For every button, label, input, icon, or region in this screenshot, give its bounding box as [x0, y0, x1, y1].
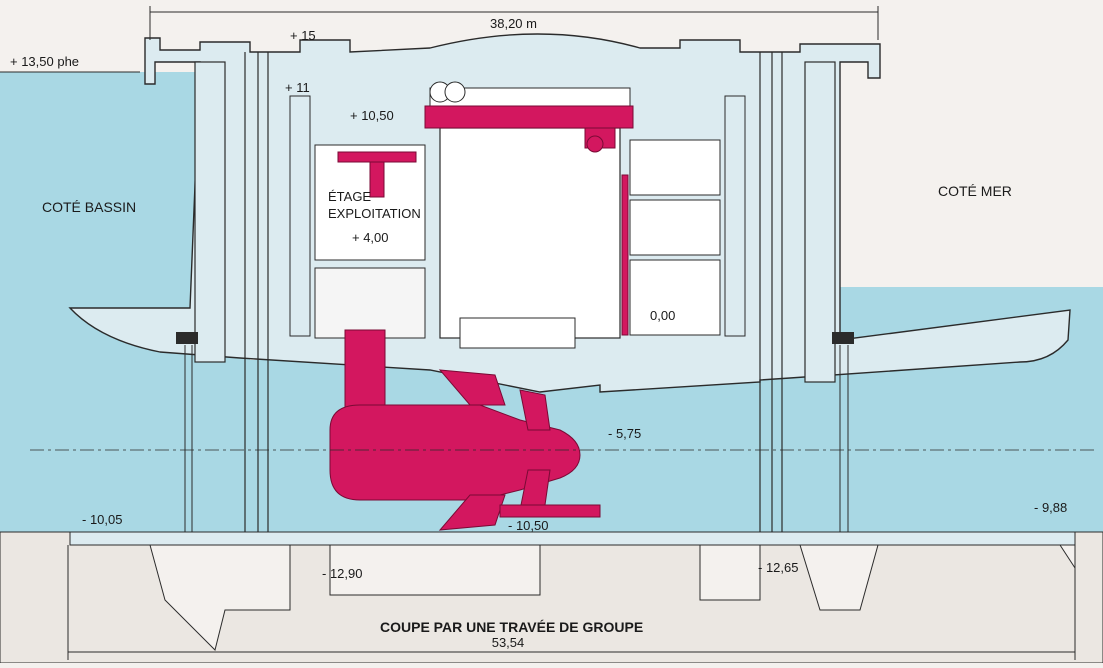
equipment-group: [329, 105, 634, 531]
column-left: [289, 95, 311, 337]
operation-floor: [314, 144, 426, 261]
room-right-mid: [629, 199, 721, 256]
level-phe-label: + 13,50 phe: [10, 54, 79, 69]
gate-basin: [176, 332, 198, 344]
level-1005-label: - 10,05: [82, 512, 122, 527]
bulb-turbine: [329, 404, 581, 501]
lower-room-left: [314, 267, 426, 339]
column-right: [724, 95, 746, 337]
room-right-top: [629, 139, 721, 196]
foundation-slab: [69, 531, 1076, 546]
sea-wall: [804, 61, 836, 383]
generator-pit: [459, 317, 576, 349]
caption: COUPE PAR UNE TRAVÉE DE GROUPE: [380, 619, 643, 635]
basin-side-label: COTÉ BASSIN: [42, 199, 136, 215]
level-11-label: + 11: [285, 80, 310, 95]
level-000-label: 0,00: [650, 308, 675, 323]
level-1290-label: - 12,90: [322, 566, 362, 581]
level-1265-label: - 12,65: [758, 560, 798, 575]
width-top-label: 38,20 m: [490, 16, 537, 31]
turbine-blade-top: [438, 369, 506, 406]
gate-sea: [832, 332, 854, 344]
overhead-crane: [424, 105, 634, 129]
level-1050-label: + 10,50: [350, 108, 394, 123]
level-575-label: - 5,75: [608, 426, 641, 441]
basin-wall: [194, 61, 226, 363]
level-988-label: - 9,88: [1034, 500, 1067, 515]
sea-side-label: COTÉ MER: [938, 183, 1012, 199]
width-bottom-label: 53,54: [492, 635, 525, 650]
gantry-crane: [337, 151, 417, 163]
guide-rail: [621, 174, 629, 336]
level-1050-neg-label: - 10,50: [508, 518, 548, 533]
room-right-low: [629, 259, 721, 336]
level-400-label: + 4,00: [352, 230, 389, 245]
level-15-label: + 15: [290, 28, 316, 43]
etage-label: ÉTAGE: [328, 189, 371, 204]
machine-hall: [439, 127, 621, 339]
exploitation-label: EXPLOITATION: [328, 206, 421, 221]
turbine-blade-bottom: [438, 494, 506, 531]
